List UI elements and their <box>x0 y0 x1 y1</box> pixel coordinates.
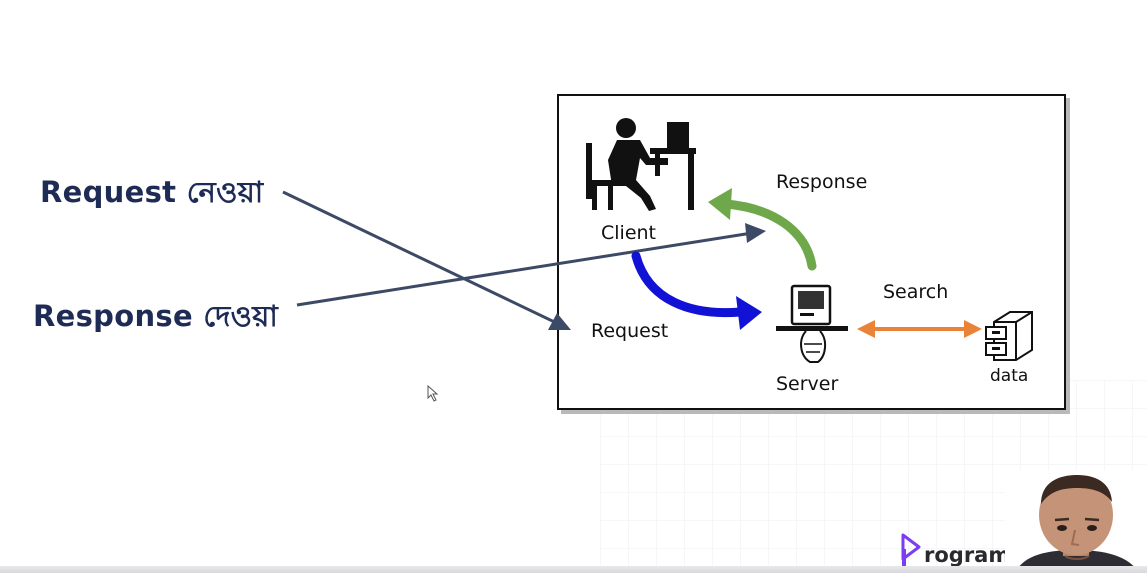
response-label: Response <box>776 171 868 193</box>
client-label: Client <box>601 222 657 244</box>
data-label: data <box>990 366 1029 386</box>
bottom-bar <box>0 566 1147 573</box>
annotation-response-give: Response দেওয়া <box>33 299 279 333</box>
request-label: Request <box>591 320 669 342</box>
annotation-request-take: Request নেওয়া <box>40 175 264 209</box>
client-server-diagram <box>557 94 1066 410</box>
play-triangle-icon <box>901 533 921 567</box>
server-label: Server <box>776 373 839 395</box>
annotation-arrow-request <box>282 190 569 330</box>
search-label: Search <box>883 281 949 303</box>
presenter-webcam <box>1005 470 1147 573</box>
mouse-cursor-icon <box>427 384 439 402</box>
